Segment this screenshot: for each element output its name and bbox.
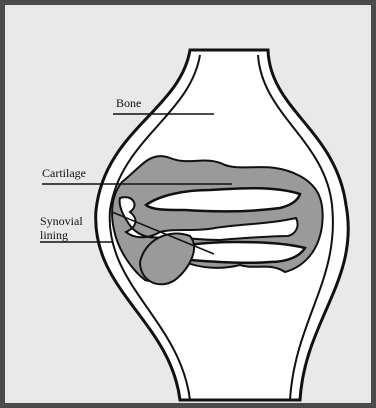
label-bone: Bone	[116, 96, 141, 110]
label-synovial: Synovial	[40, 214, 83, 228]
label-lining: lining	[40, 228, 68, 242]
label-cartilage: Cartilage	[42, 166, 86, 180]
